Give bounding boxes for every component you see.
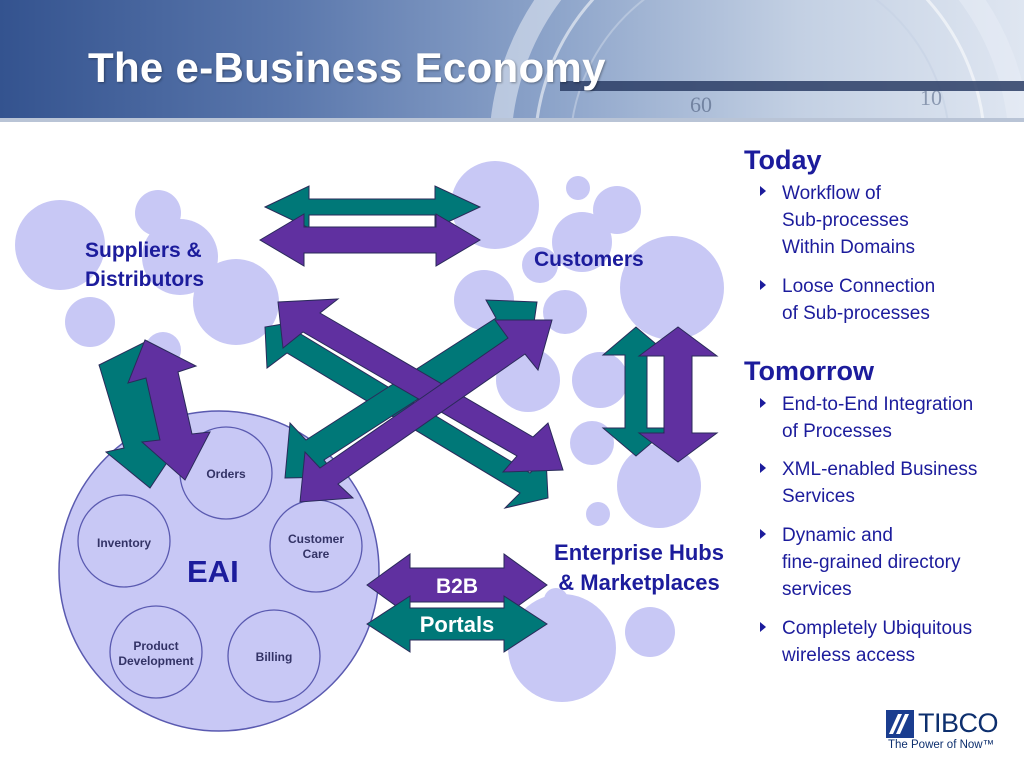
background-bubbles <box>15 161 724 702</box>
enterprise-hubs-label: Enterprise Hubs & Marketplaces <box>536 538 742 598</box>
tomorrow-heading: Tomorrow <box>744 356 874 386</box>
today-bullet-1-line-3: Within Domains <box>782 237 916 258</box>
tibco-logo-icon <box>886 710 914 738</box>
tomorrow-bullet-1-line-2: of Processes <box>782 421 892 442</box>
b2b-label: B2B <box>435 575 478 598</box>
billing-circle <box>227 609 321 703</box>
tomorrow-bullet-2-line-1: XML-enabled Business <box>782 459 978 480</box>
suppliers-label-line-2: Distributors <box>85 268 205 291</box>
teal-arrow-portals <box>366 595 548 653</box>
header-rule <box>0 118 1024 122</box>
tibco-wordmark: TIBCO <box>918 708 999 738</box>
tomorrow-bullet-marker-4 <box>760 622 766 632</box>
hubs-label-line-2: & Marketplaces <box>558 570 720 595</box>
tomorrow-bullet-2-line-2: Services <box>782 486 855 507</box>
portals-label: Portals <box>419 612 495 637</box>
product-development-label-line-2: Development <box>118 654 194 668</box>
today-bullet-2-line-1: Loose Connection <box>782 276 936 297</box>
purple-arrow-customers-eai-2 <box>299 319 553 503</box>
teal-arrow-suppliers-customers <box>263 185 482 229</box>
today-bullet-2: Loose Connection of Sub-processes <box>782 273 935 327</box>
tomorrow-bullet-4-line-1: Completely Ubiquitous <box>782 618 973 639</box>
tomorrow-bullet-4: Completely Ubiquitous wireless access <box>782 615 972 669</box>
customer-care-label-line-1: Customer <box>287 532 344 546</box>
today-heading: Today <box>744 145 822 175</box>
purple-arrow-suppliers-customers <box>259 213 481 267</box>
product-development-label-line-1: Product <box>133 639 179 653</box>
hubs-label-line-1: Enterprise Hubs <box>554 540 724 565</box>
clock-watermark: 60 10 <box>490 0 1024 122</box>
tomorrow-bullet-marker-3 <box>760 529 766 539</box>
customer-care-label-line-2: Care <box>302 547 330 561</box>
inventory-circle <box>77 494 171 588</box>
tibco-logo: TIBCO The Power of Now™ <box>886 708 1010 754</box>
today-bullet-marker-1 <box>760 186 766 196</box>
tomorrow-bullet-1-line-1: End-to-End Integration <box>782 394 974 415</box>
svg-text:60: 60 <box>690 92 712 117</box>
today-bullet-1-line-1: Workflow of <box>782 183 881 204</box>
orders-label: Orders <box>186 467 266 482</box>
customers-label: Customers <box>534 248 644 271</box>
billing-label: Billing <box>234 650 314 665</box>
tomorrow-bullet-marker-2 <box>760 463 766 473</box>
suppliers-distributors-label: Suppliers & Distributors <box>85 236 204 294</box>
purple-arrow-customers-hubs-2 <box>637 326 719 463</box>
inventory-label: Inventory <box>84 536 164 551</box>
eai-module-circles <box>77 426 363 703</box>
tomorrow-bullet-1: End-to-End Integration of Processes <box>782 391 973 445</box>
tibco-tagline: The Power of Now™ <box>888 739 995 751</box>
inventory-label-line-1: Inventory <box>96 536 151 550</box>
tomorrow-bullet-3-line-1: Dynamic and <box>782 525 893 546</box>
tomorrow-bullet-3-line-3: services <box>782 579 852 600</box>
suppliers-label-line-1: Suppliers & <box>85 239 202 262</box>
product-development-label: Product Development <box>111 639 201 669</box>
tomorrow-bullet-3-line-2: fine-grained directory <box>782 552 961 573</box>
purple-arrow-suppliers-eai <box>127 339 211 481</box>
svg-text:10: 10 <box>920 85 942 110</box>
eai-label: EAI <box>187 554 239 589</box>
today-bullet-2-line-2: of Sub-processes <box>782 303 930 324</box>
customer-care-label: Customer Care <box>276 532 356 562</box>
tomorrow-bullet-3: Dynamic and fine-grained directory servi… <box>782 522 960 603</box>
header-banner: 60 10 <box>0 0 1024 122</box>
slide-title: The e-Business Economy <box>88 44 606 91</box>
tomorrow-bullet-4-line-2: wireless access <box>782 645 916 666</box>
purple-arrow-customers-hubs <box>277 298 564 473</box>
product-development-circle <box>109 605 203 699</box>
tomorrow-bullet-marker-1 <box>760 398 766 408</box>
today-bullet-1-line-2: Sub-processes <box>782 210 909 231</box>
tomorrow-bullet-2: XML-enabled Business Services <box>782 456 977 510</box>
today-bullet-marker-2 <box>760 280 766 290</box>
billing-label-line-1: Billing <box>255 650 293 664</box>
today-bullet-1: Workflow of Sub-processes Within Domains <box>782 180 915 261</box>
orders-label-line-1: Orders <box>206 467 246 481</box>
flow-arrows <box>98 185 719 653</box>
